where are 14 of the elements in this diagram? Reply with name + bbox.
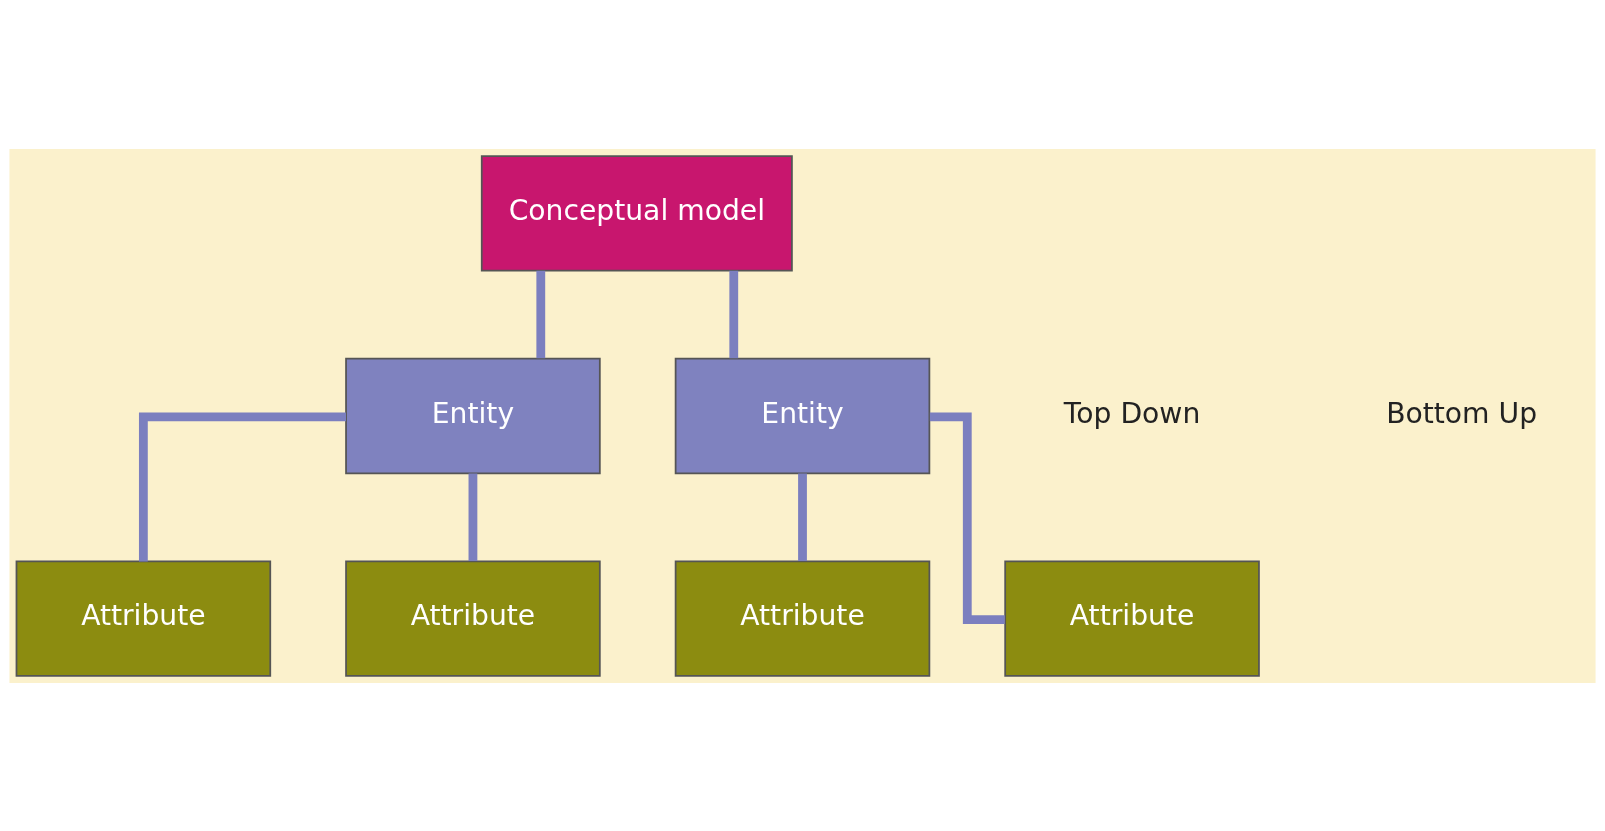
node-box: Attribute [345, 560, 601, 677]
connector [536, 270, 546, 358]
node-box: Attribute [15, 560, 272, 677]
connector [138, 411, 346, 561]
node-box: Attribute [674, 560, 931, 677]
node-box: Entity [345, 357, 601, 474]
connector [729, 270, 739, 358]
connector [468, 473, 478, 561]
node-box: Attribute [1004, 560, 1260, 677]
node-box: Entity [674, 357, 931, 474]
node-box: Conceptual model [480, 154, 793, 271]
label: Top Down [1063, 396, 1201, 430]
connector [798, 473, 807, 561]
label: Bottom Up [1386, 396, 1538, 430]
